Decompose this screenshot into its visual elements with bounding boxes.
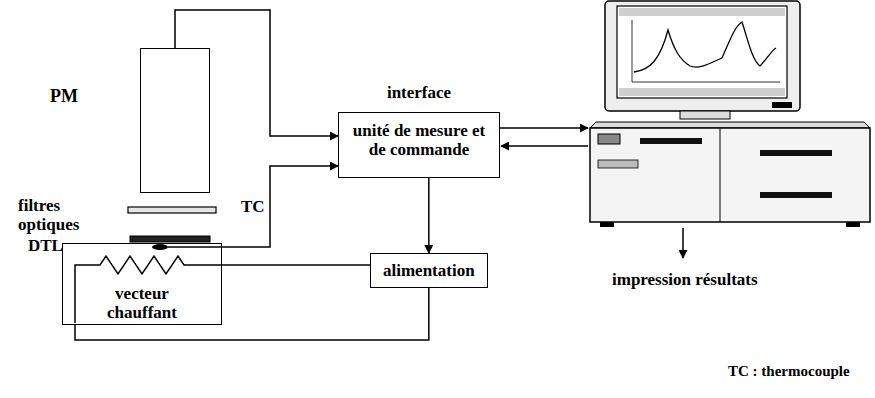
thermocouple-wire <box>168 246 222 248</box>
process-box: interfaceunité de mesure et de commande <box>338 112 500 178</box>
photomultiplier-box: PM <box>140 48 210 193</box>
box-text: unité de mesure et de commande <box>345 121 493 159</box>
data-link-in <box>501 145 588 147</box>
abbreviation-note: TC : thermocouple <box>728 362 850 381</box>
thermocouple-probe <box>152 244 168 250</box>
heater-box: vecteur chauffant <box>62 243 222 325</box>
filter-label: filtres optiques <box>18 196 100 234</box>
connector <box>222 166 338 247</box>
data-link-out <box>500 127 588 129</box>
node-label: PM <box>29 87 99 106</box>
box-text: alimentation <box>383 261 475 280</box>
connector <box>428 178 430 253</box>
power-supply-box: alimentation <box>370 253 488 288</box>
output-label: impression résultats <box>612 270 758 289</box>
computer <box>590 1 870 227</box>
wire-label: TC <box>240 197 266 216</box>
connector <box>222 264 370 266</box>
group-heading: interface <box>339 83 499 102</box>
dtl-sample <box>130 236 210 242</box>
optical-filter <box>128 207 216 213</box>
sample-label: DTL <box>28 236 63 255</box>
print-arrow <box>682 228 684 258</box>
heater-resistor <box>75 256 222 323</box>
box-text: vecteur chauffant <box>103 284 181 322</box>
